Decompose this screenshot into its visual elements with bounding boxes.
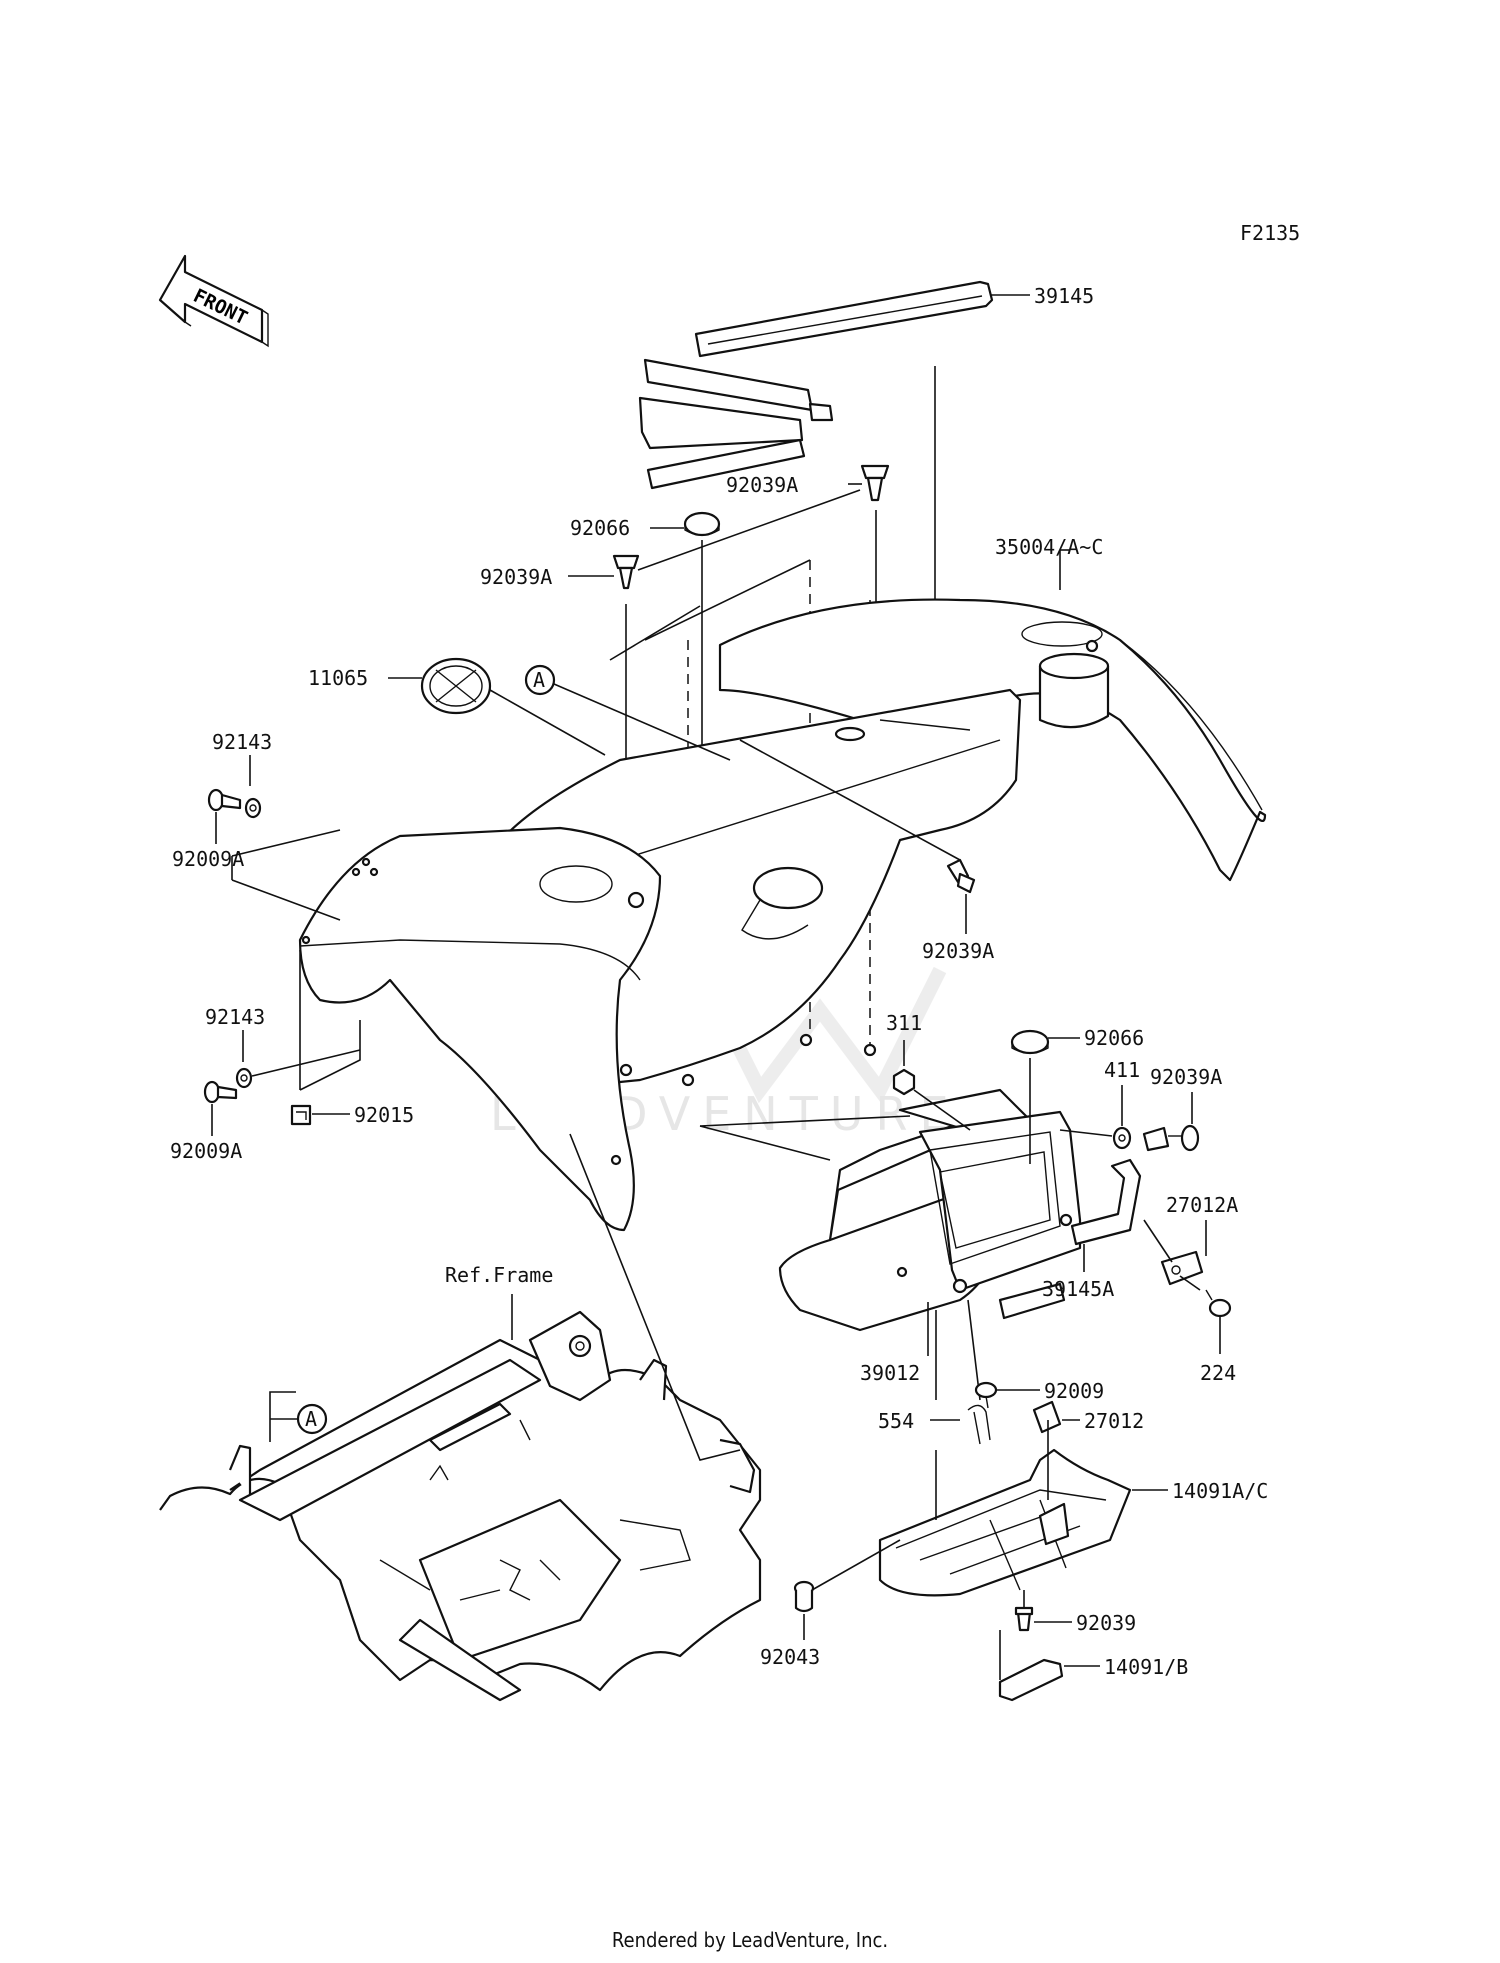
rivet-92039 <box>1014 1606 1034 1632</box>
label-92039: 92039 <box>1076 1611 1136 1635</box>
latch-27012a <box>1160 1250 1204 1286</box>
cap-92066-right <box>1010 1029 1050 1055</box>
label-92009a-1: 92009A <box>172 847 244 871</box>
washer-411 <box>1112 1126 1132 1150</box>
label-92039a-2: 92039A <box>480 565 552 589</box>
callout-a-lower-text: A <box>305 1407 317 1431</box>
label-411: 411 <box>1104 1058 1140 1082</box>
label-92039a-4: 92039A <box>1150 1065 1222 1089</box>
reference-frame <box>159 1310 762 1702</box>
footer-credit: Rendered by LeadVenture, Inc. <box>611 1928 889 1952</box>
storage-box-39012 <box>778 1088 1082 1332</box>
label-27012a: 27012A <box>1166 1193 1238 1217</box>
label-11065: 11065 <box>308 666 368 690</box>
front-arrow-icon: FRONT <box>158 254 269 348</box>
label-39145a: 39145A <box>1042 1277 1114 1301</box>
clip-92039a-left <box>612 554 640 590</box>
label-27012: 27012 <box>1084 1409 1144 1433</box>
label-92066-2: 92066 <box>1084 1026 1144 1050</box>
label-311: 311 <box>886 1011 922 1035</box>
bolt-92009a-lower <box>203 1080 238 1104</box>
rubber-seal-39145a <box>998 1158 1142 1320</box>
pin-92043 <box>793 1580 815 1613</box>
screw-224 <box>1205 1289 1232 1318</box>
label-92043: 92043 <box>760 1645 820 1669</box>
label-39012: 39012 <box>860 1361 920 1385</box>
rear-fender-35004 <box>718 598 1267 882</box>
hinge-14091b <box>998 1658 1064 1702</box>
label-92015: 92015 <box>354 1103 414 1127</box>
front-fender-left <box>298 826 662 1232</box>
clip-92039a-right <box>946 858 976 894</box>
screw-92009 <box>974 1381 998 1409</box>
label-92009: 92009 <box>1044 1379 1104 1403</box>
clip-92039a-top <box>860 464 890 502</box>
lid-14091ac <box>878 1448 1132 1597</box>
label-92009a-2: 92009A <box>170 1139 242 1163</box>
label-92066-1: 92066 <box>570 516 630 540</box>
label-224: 224 <box>1200 1361 1236 1385</box>
grille-11065 <box>420 657 492 715</box>
label-14091ac: 14091A/C <box>1172 1479 1268 1503</box>
washer-92143-upper <box>244 797 262 819</box>
label-92039a-3: 92039A <box>922 939 994 963</box>
pin-554 <box>967 1404 991 1445</box>
storage-tray <box>503 688 1022 1087</box>
clip-92015 <box>290 1104 312 1126</box>
cap-92066-top <box>683 511 721 537</box>
nut-311 <box>892 1068 916 1096</box>
label-92143-1: 92143 <box>212 730 272 754</box>
label-92143-2: 92143 <box>205 1005 265 1029</box>
ref-frame-label: Ref.Frame <box>445 1263 553 1287</box>
trim-strip-39145 <box>638 280 994 490</box>
label-554: 554 <box>878 1409 914 1433</box>
figure-code: F2135 <box>1240 221 1300 245</box>
callout-a-upper <box>524 664 556 696</box>
bolt-92009a-upper <box>207 788 242 812</box>
label-14091b: 14091/B <box>1104 1655 1188 1679</box>
latch-27012 <box>1032 1400 1062 1434</box>
washer-92143-lower <box>235 1067 253 1089</box>
label-92039a-1: 92039A <box>726 473 798 497</box>
clip-92039a-box <box>1142 1124 1200 1152</box>
label-39145: 39145 <box>1034 284 1094 308</box>
label-35004: 35004/A~C <box>995 535 1103 559</box>
callout-a-upper-text: A <box>533 668 545 692</box>
